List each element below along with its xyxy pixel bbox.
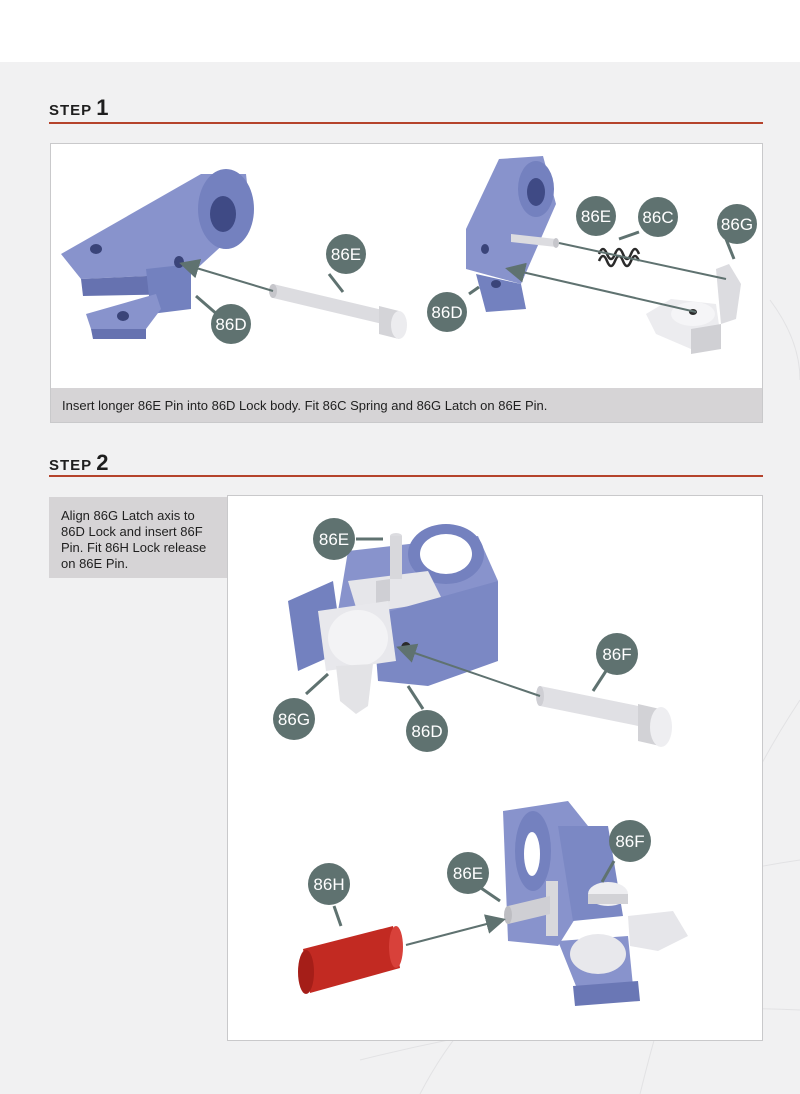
arrow-right-latch bbox=[505, 262, 697, 313]
step-2-illustration-panel: 86E 86F 86G 86D bbox=[227, 495, 763, 1041]
step-1-caption: Insert longer 86E Pin into 86D Lock body… bbox=[51, 388, 762, 422]
callout-86e-right-leader bbox=[618, 230, 640, 241]
step-1-illustration-panel: 86D 86E bbox=[50, 143, 763, 423]
lock-body-86d-left bbox=[61, 169, 254, 339]
svg-text:86G: 86G bbox=[278, 710, 310, 729]
callout-86e-top: 86E bbox=[313, 518, 355, 560]
step-2-caption: Align 86G Latch axis to 86D Lock and ins… bbox=[49, 497, 227, 578]
svg-text:86G: 86G bbox=[721, 215, 753, 234]
callout-86g-right: 86G bbox=[717, 204, 757, 244]
callout-86d-top-leader bbox=[406, 685, 425, 710]
guide-line-right bbox=[558, 242, 727, 280]
callout-86g-top-leader bbox=[304, 672, 330, 696]
svg-text:86C: 86C bbox=[642, 208, 673, 227]
callout-86d-top: 86D bbox=[406, 710, 448, 752]
step-1-illustration: 86D 86E bbox=[61, 156, 757, 354]
arrow-pin-86f-top bbox=[396, 643, 541, 697]
svg-text:86E: 86E bbox=[453, 864, 483, 883]
callout-86f-bottom-leader bbox=[600, 860, 616, 883]
latch-86g bbox=[646, 264, 741, 354]
svg-text:86D: 86D bbox=[431, 303, 462, 322]
callout-86d-left: 86D bbox=[211, 304, 251, 344]
step-1-word: STEP bbox=[49, 102, 93, 119]
step-2-illustration: 86E 86F 86G 86D bbox=[273, 518, 688, 1006]
step-1-rule bbox=[49, 122, 763, 124]
svg-text:86F: 86F bbox=[615, 832, 644, 851]
svg-text:86H: 86H bbox=[313, 875, 344, 894]
svg-text:86E: 86E bbox=[331, 245, 361, 264]
callout-86e-left: 86E bbox=[326, 234, 366, 274]
step-1-number: 1 bbox=[96, 95, 109, 120]
callout-86h-bottom: 86H bbox=[308, 863, 350, 905]
callout-86g-right-leader bbox=[724, 238, 736, 260]
top-white-band bbox=[0, 0, 800, 62]
pin-86f-top bbox=[536, 686, 672, 747]
spring-86c bbox=[597, 247, 641, 268]
svg-text:86F: 86F bbox=[602, 645, 631, 664]
step-2-number: 2 bbox=[96, 450, 109, 475]
svg-text:86E: 86E bbox=[319, 530, 349, 549]
callout-86e-right: 86E bbox=[576, 196, 616, 236]
callout-86e-left-leader bbox=[327, 273, 345, 293]
callout-86g-top: 86G bbox=[273, 698, 315, 740]
svg-text:86D: 86D bbox=[215, 315, 246, 334]
lock-body-86d-right bbox=[466, 156, 556, 312]
step-2-word: STEP bbox=[49, 457, 93, 474]
svg-text:86E: 86E bbox=[581, 207, 611, 226]
callout-86d-right-leader bbox=[468, 285, 480, 296]
svg-text:86D: 86D bbox=[411, 722, 442, 741]
callout-86d-right: 86D bbox=[427, 292, 467, 332]
arrow-left-pin bbox=[179, 259, 274, 292]
pin-86e-right bbox=[511, 234, 559, 248]
callout-86f-top-leader bbox=[591, 670, 608, 692]
callout-86f-bottom: 86F bbox=[609, 820, 651, 862]
callout-86h-bottom-leader bbox=[332, 905, 343, 927]
lock-assembly-top bbox=[288, 524, 498, 714]
callout-86f-top: 86F bbox=[596, 633, 638, 675]
lock-release-86h bbox=[298, 926, 403, 994]
step-2-rule bbox=[49, 475, 763, 477]
arrow-lock-release bbox=[405, 914, 506, 946]
callout-86e-bottom: 86E bbox=[447, 852, 489, 894]
pin-86e-left bbox=[269, 284, 407, 339]
callout-86c-right: 86C bbox=[638, 197, 678, 237]
pin-86e-bottom bbox=[504, 896, 550, 924]
